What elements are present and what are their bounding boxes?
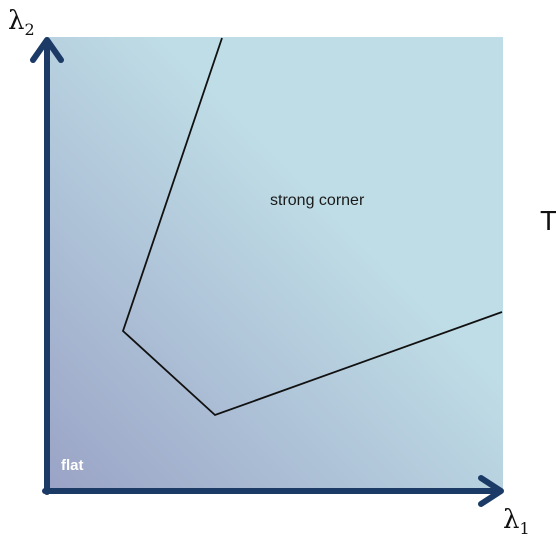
y-axis-label: λ2 <box>8 6 35 40</box>
strong-corner-label: strong corner <box>270 192 365 209</box>
y-axis-arrowhead <box>30 37 64 63</box>
x-axis-arrowhead <box>478 475 504 507</box>
x-axis <box>42 475 504 507</box>
x-axis-label: λ1 <box>503 505 530 539</box>
flat-label: flat <box>61 457 84 474</box>
cropped-text-fragment: T <box>540 205 556 236</box>
y-axis <box>30 37 64 495</box>
plot-background <box>47 37 503 491</box>
corner-region-boundary <box>121 37 503 417</box>
